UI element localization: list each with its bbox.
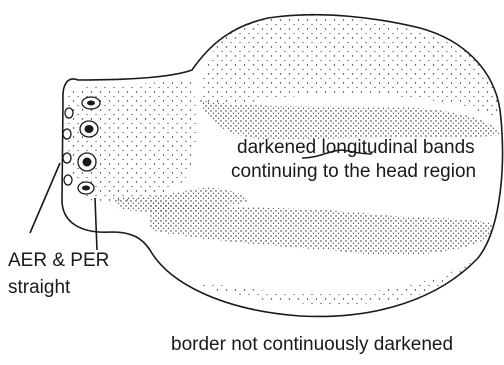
label-bands-line2: continuing to the head region <box>231 161 476 182</box>
label-bands-line1: darkened longitudinal bands <box>237 137 475 158</box>
label-eyes-line2: straight <box>8 277 71 298</box>
label-eyes-line1: AER & PER <box>8 250 109 271</box>
label-border: border not continuously darkened <box>171 334 453 355</box>
leader-line-aer <box>30 163 60 233</box>
